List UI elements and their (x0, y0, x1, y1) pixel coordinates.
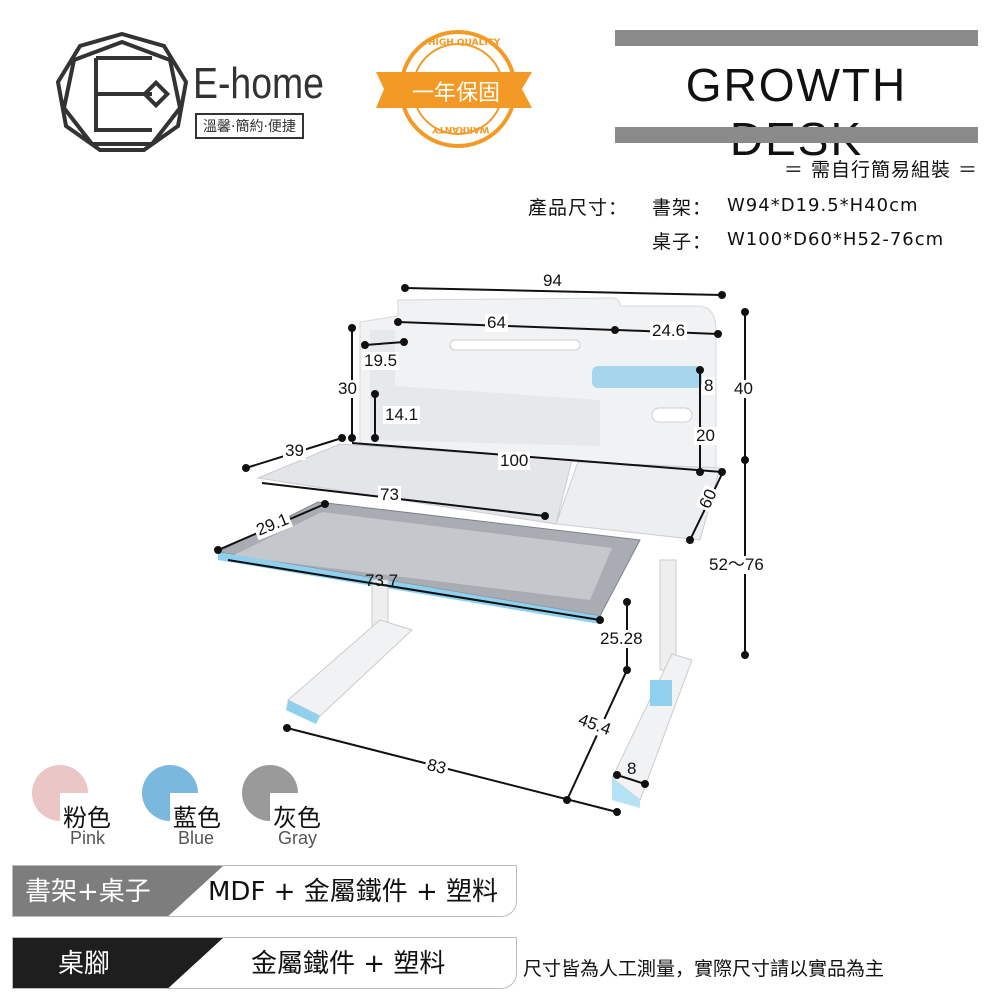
warranty-seal-icon (376, 30, 532, 148)
shelf-inner (370, 330, 600, 446)
foot-right-cap (612, 778, 640, 808)
dim-shelf-depth: 19.5 (362, 351, 400, 370)
material-value: MDF + 金屬鐵件 + 塑料 (208, 877, 499, 907)
title-bar-top (615, 30, 978, 46)
logo-emblem-icon (55, 31, 189, 152)
color-name-en: Gray (278, 828, 318, 848)
color-swatch (142, 765, 200, 823)
dimension-lines (214, 284, 749, 816)
dim-cabinet-width: 24.6 (650, 321, 688, 340)
material-part: 桌腳 (13, 938, 223, 988)
color-swatch (242, 765, 300, 823)
dim-shelf-side: 30 (336, 379, 359, 398)
badge-top-text: HIGH QUALITY (428, 38, 501, 48)
assembly-note: ＝ 需自行簡易組裝 ＝ (783, 159, 978, 181)
title-bar-bottom (615, 127, 978, 143)
dim-hook: 8 (702, 376, 716, 395)
color-name: 灰色 (273, 804, 321, 832)
dim-cabinet-height: 20 (694, 426, 717, 445)
color-name-en: Blue (178, 828, 215, 848)
dim-desk-height: 52～76 (707, 555, 766, 574)
dim-shelf-width: 94 (541, 271, 564, 290)
shelf-label: 書架： (652, 197, 713, 219)
desk-top-fixed (555, 461, 721, 541)
dim-side-depth: 39 (283, 441, 306, 460)
foot-left (287, 619, 413, 717)
brand-tagline: 溫馨·簡約·便捷 (195, 113, 304, 139)
brand-name: E-home (193, 59, 324, 108)
dim-tilt-top: 73 (378, 485, 401, 504)
material-row-legs: 桌腳 金屬鐵件 + 塑料 (12, 937, 517, 989)
drawer-trim (218, 552, 600, 624)
color-name-en: Pink (70, 828, 106, 848)
dim-lower-shelf: 14.1 (383, 405, 421, 424)
leg-collar (650, 680, 672, 706)
dim-clearance: 25.28 (598, 629, 645, 648)
desk-size: W100*D60*H52-76cm (727, 229, 945, 250)
desk-label: 桌子： (652, 231, 713, 253)
dim-foot-width: 8 (627, 759, 637, 778)
dim-shelf-height: 40 (732, 379, 755, 398)
shelf-size: W94*D19.5*H40cm (727, 195, 919, 216)
dim-desk-width: 100 (498, 451, 531, 470)
spec-label: 產品尺寸： (528, 197, 629, 219)
badge-center-text: 一年保固 (412, 81, 501, 106)
warranty-badge: HIGH QUALITY 一年保固 WARRANTY (372, 28, 532, 150)
dim-drawer-width: 73.7 (365, 571, 399, 590)
measurement-note: 尺寸皆為人工測量，實際尺寸請以實品為主 (523, 958, 885, 980)
color-name: 藍色 (173, 804, 221, 832)
shelf-handle (449, 339, 581, 351)
foot-left-cap (286, 700, 320, 724)
material-row-shelf-desk: 書架+桌子 MDF + 金屬鐵件 + 塑料 (12, 865, 517, 917)
brand-logo (52, 30, 192, 159)
cabinet-handle (651, 407, 693, 423)
color-name: 粉色 (63, 804, 111, 832)
side-hook (592, 366, 702, 388)
drawer-tray (232, 512, 612, 600)
material-part: 書架+桌子 (13, 866, 223, 916)
material-value: 金屬鐵件 + 塑料 (251, 949, 446, 979)
dim-shelf-inner: 64 (485, 313, 508, 332)
color-swatch (32, 765, 90, 823)
leg-right (659, 559, 677, 671)
